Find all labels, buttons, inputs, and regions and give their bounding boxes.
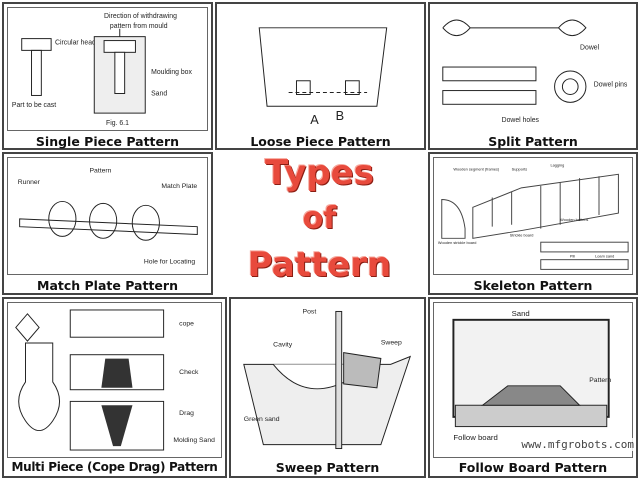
label-follow-board: Follow board (453, 433, 497, 442)
caption-single-piece: Single Piece Pattern (35, 134, 180, 149)
caption-follow-board: Follow Board Pattern (458, 460, 608, 475)
caption-multi-piece: Multi Piece (Cope Drag) Pattern (11, 460, 218, 474)
panel-sweep: Post Cavity Sweep Green sand Sweep Patte… (229, 297, 426, 478)
label-supports: Supports (512, 166, 528, 171)
label-hole: Hole for Locating (144, 259, 195, 266)
label-direction: Direction of withdrawing (104, 13, 177, 20)
label-cavity: Cavity (273, 342, 293, 349)
title-line-3: Pattern (247, 245, 392, 285)
label-sand: Sand (512, 309, 530, 318)
title-line-1: Types (265, 153, 374, 193)
label-segment: Wooden segment (frames) (453, 166, 500, 171)
label-moulding-box: Moulding box (151, 69, 192, 76)
label-sand: Sand (151, 90, 167, 97)
caption-loose-piece: Loose Piece Pattern (250, 134, 391, 149)
label-pattern: Pattern (90, 167, 112, 174)
label-fig: Fig. 6.1 (106, 120, 129, 127)
label-dowel: Dowel (580, 44, 600, 51)
label-molding-sand: Molding Sand (173, 437, 215, 444)
caption-split: Split Pattern (488, 134, 578, 149)
title-line-2: of (302, 201, 337, 236)
panel-multi-piece: cope Check Drag Molding Sand Multi Piece… (2, 297, 227, 478)
label-a: A (310, 112, 319, 127)
follow-board-diagram: Sand Pattern Follow board (433, 302, 633, 458)
label-match-plate: Match Plate (161, 183, 197, 190)
sweep-diagram: Post Cavity Sweep Green sand (234, 302, 421, 458)
label-pill: Pill (570, 254, 575, 259)
multi-piece-diagram: cope Check Drag Molding Sand (7, 302, 222, 458)
label-strickle-board: Strickle board (510, 232, 534, 237)
label-green-sand: Green sand (244, 416, 280, 423)
watermark: www.mfgrobots.com (521, 438, 634, 451)
label-dowel-holes: Dowel holes (502, 117, 540, 124)
label-lagging: Lagging (550, 163, 564, 168)
label-drag: Drag (179, 410, 194, 417)
caption-skeleton: Skeleton Pattern (473, 278, 593, 293)
label-part: Part to be cast (12, 102, 56, 109)
panel-loose-piece: A B Loose Piece Pattern (215, 2, 426, 150)
label-direction-2: pattern from mould (110, 23, 168, 30)
panel-match-plate: Runner Pattern Match Plate Hole for Loca… (2, 152, 213, 295)
label-dowel-pins: Dowel pins (594, 82, 628, 89)
caption-sweep: Sweep Pattern (275, 460, 380, 475)
title-block: Types of Pattern (213, 150, 426, 295)
panel-split: Dowel Dowel pins Dowel holes Split Patte… (428, 2, 638, 150)
label-battens: Wooden battens (560, 217, 588, 222)
label-post: Post (303, 308, 317, 315)
panel-single-piece: Circular head Part to be cast Direction … (2, 2, 213, 150)
skeleton-diagram: Wooden segment (frames) Supports Lagging… (433, 157, 633, 275)
caption-match-plate: Match Plate Pattern (37, 278, 178, 293)
label-cope: cope (179, 321, 194, 328)
label-circular-head: Circular head (55, 39, 96, 46)
panel-skeleton: Wooden segment (frames) Supports Lagging… (428, 152, 638, 295)
label-b: B (336, 108, 344, 123)
label-runner: Runner (18, 179, 41, 186)
loose-piece-diagram: A B (220, 7, 421, 131)
label-sweep: Sweep (381, 340, 402, 347)
match-plate-diagram: Runner Pattern Match Plate Hole for Loca… (7, 157, 208, 275)
label-pattern: Pattern (589, 377, 611, 384)
label-strike-board: Wooden strickle board (438, 240, 476, 245)
label-check: Check (179, 369, 199, 376)
split-diagram: Dowel Dowel pins Dowel holes (433, 7, 633, 131)
single-piece-diagram: Circular head Part to be cast Direction … (7, 7, 208, 131)
label-loam: Loam sand (595, 254, 614, 259)
